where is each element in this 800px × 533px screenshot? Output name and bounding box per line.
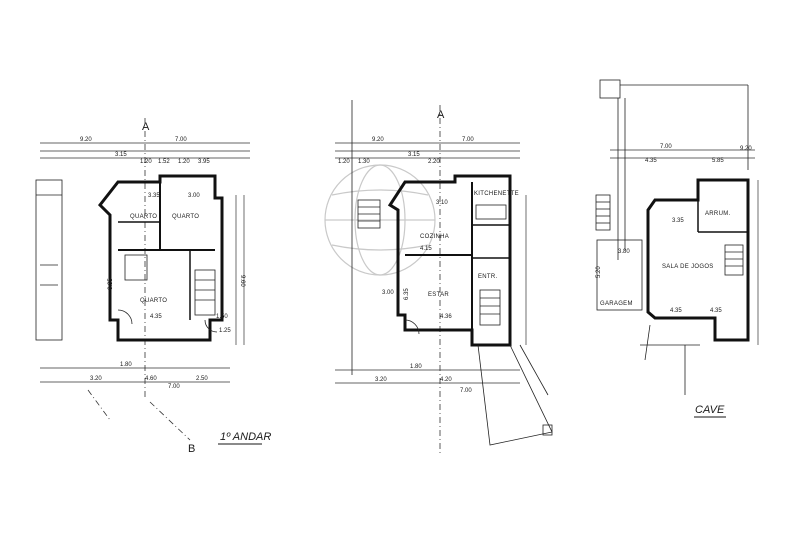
basement-plan: 7.00 4.35 5.85 GARAGEM 5.20 3.80 ARRUM. … [595, 79, 759, 418]
room-entrada: ENTR. [478, 274, 498, 280]
dim-cave-7-00: 7.00 [660, 144, 672, 150]
wardrobe-first [124, 254, 148, 281]
dim-cave-4-35c: 4.35 [710, 308, 722, 314]
dim-cave-5-20: 5.20 [596, 266, 602, 278]
dim-ground-1-80: 1.80 [410, 364, 422, 370]
dim-ground-1-20: 1.20 [338, 159, 350, 165]
room-kitchenette: KITCHENETTE [474, 191, 519, 197]
plan-label-basement: CAVE [695, 404, 725, 416]
kitchen-counter [475, 204, 507, 220]
dim-first-1-20: 1.20 [140, 159, 152, 165]
dim-ground-1-30: 1.30 [358, 159, 370, 165]
dim-cave-5-85: 5.85 [712, 158, 724, 164]
garage-door-block [599, 79, 621, 99]
dim-cave-3-35: 3.35 [672, 218, 684, 224]
first-floor-plan: 9.20 3.15 7.00 1.20 1.52 1.20 3.95 A QUA… [35, 118, 271, 455]
dim-first-9-60: 9.60 [239, 275, 245, 287]
room-quarto-3: QUARTO [140, 298, 167, 304]
basement-steps [595, 194, 611, 231]
entry-stair [479, 289, 501, 326]
dim-ground-4-15: 4.15 [420, 246, 432, 252]
dim-first-4-35: 4.35 [150, 314, 162, 320]
room-arrumos: ARRUM. [705, 211, 730, 217]
room-sala-de-jogos: SALA DE JOGOS [662, 264, 714, 270]
dim-cave-4-35: 4.35 [645, 158, 657, 164]
dim-first-3-20: 3.20 [90, 376, 102, 382]
ground-floor-plan: 9.20 3.15 7.00 1.20 1.30 2.20 A KITCHENE… [324, 100, 553, 455]
dim-ground-9-20: 9.20 [372, 137, 384, 143]
section-mark-b-first: B [188, 443, 195, 455]
room-estar: ESTAR [428, 292, 449, 298]
basement-outline [646, 178, 750, 342]
dim-first-1-25: 1.25 [219, 328, 231, 334]
dim-first-6-35: 6.35 [108, 278, 114, 290]
dim-first-3-15: 3.15 [115, 152, 127, 158]
dim-cave-3-80: 3.80 [618, 249, 630, 255]
dim-first-2-50: 2.50 [196, 376, 208, 382]
dim-ground-6-35: 6.35 [404, 288, 410, 300]
dim-cave-9-20: 9.20 [740, 146, 752, 152]
ramp-end-marker [542, 424, 553, 436]
room-garagem: GARAGEM [600, 301, 633, 307]
stair-first [194, 269, 216, 316]
dim-ground-7-00: 7.00 [462, 137, 474, 143]
dim-ground-3-20: 3.20 [375, 377, 387, 383]
dim-ground-4-36: 4.36 [440, 314, 452, 320]
section-mark-a-first: A [142, 121, 150, 133]
dim-first-4-60: 4.60 [145, 376, 157, 382]
dim-ground-7-00b: 7.00 [460, 388, 472, 394]
first-floor-outline [98, 174, 224, 342]
dim-cave-4-35b: 4.35 [670, 308, 682, 314]
dim-first-3-35: 3.35 [148, 193, 160, 199]
dim-ground-3-15: 3.15 [408, 152, 420, 158]
dim-ground-2-20: 2.20 [428, 159, 440, 165]
room-quarto-1: QUARTO [130, 214, 157, 220]
dim-first-1-50: 1.50 [216, 314, 228, 320]
watermark-globe [324, 164, 436, 276]
section-mark-a-ground: A [437, 109, 445, 121]
dim-first-7-00b: 7.00 [168, 384, 180, 390]
neighbour-building-left [35, 179, 63, 341]
dim-first-1-52: 1.52 [158, 159, 170, 165]
dim-first-1-20b: 1.20 [178, 159, 190, 165]
basement-stair [724, 244, 744, 276]
dim-first-3-00: 3.00 [188, 193, 200, 199]
dim-ground-4-20: 4.20 [440, 377, 452, 383]
dim-ground-3-00: 3.00 [382, 290, 394, 296]
dim-first-9-20: 9.20 [80, 137, 92, 143]
room-quarto-2: QUARTO [172, 214, 199, 220]
garage-area [596, 239, 643, 311]
dim-ground-3-10: 3.10 [436, 200, 448, 206]
dim-first-1-80: 1.80 [120, 362, 132, 368]
plan-label-first-floor: 1º ANDAR [220, 431, 271, 443]
room-cozinha: COZINHA [420, 234, 449, 240]
dim-first-7-00: 7.00 [175, 137, 187, 143]
dim-first-3-95: 3.95 [198, 159, 210, 165]
